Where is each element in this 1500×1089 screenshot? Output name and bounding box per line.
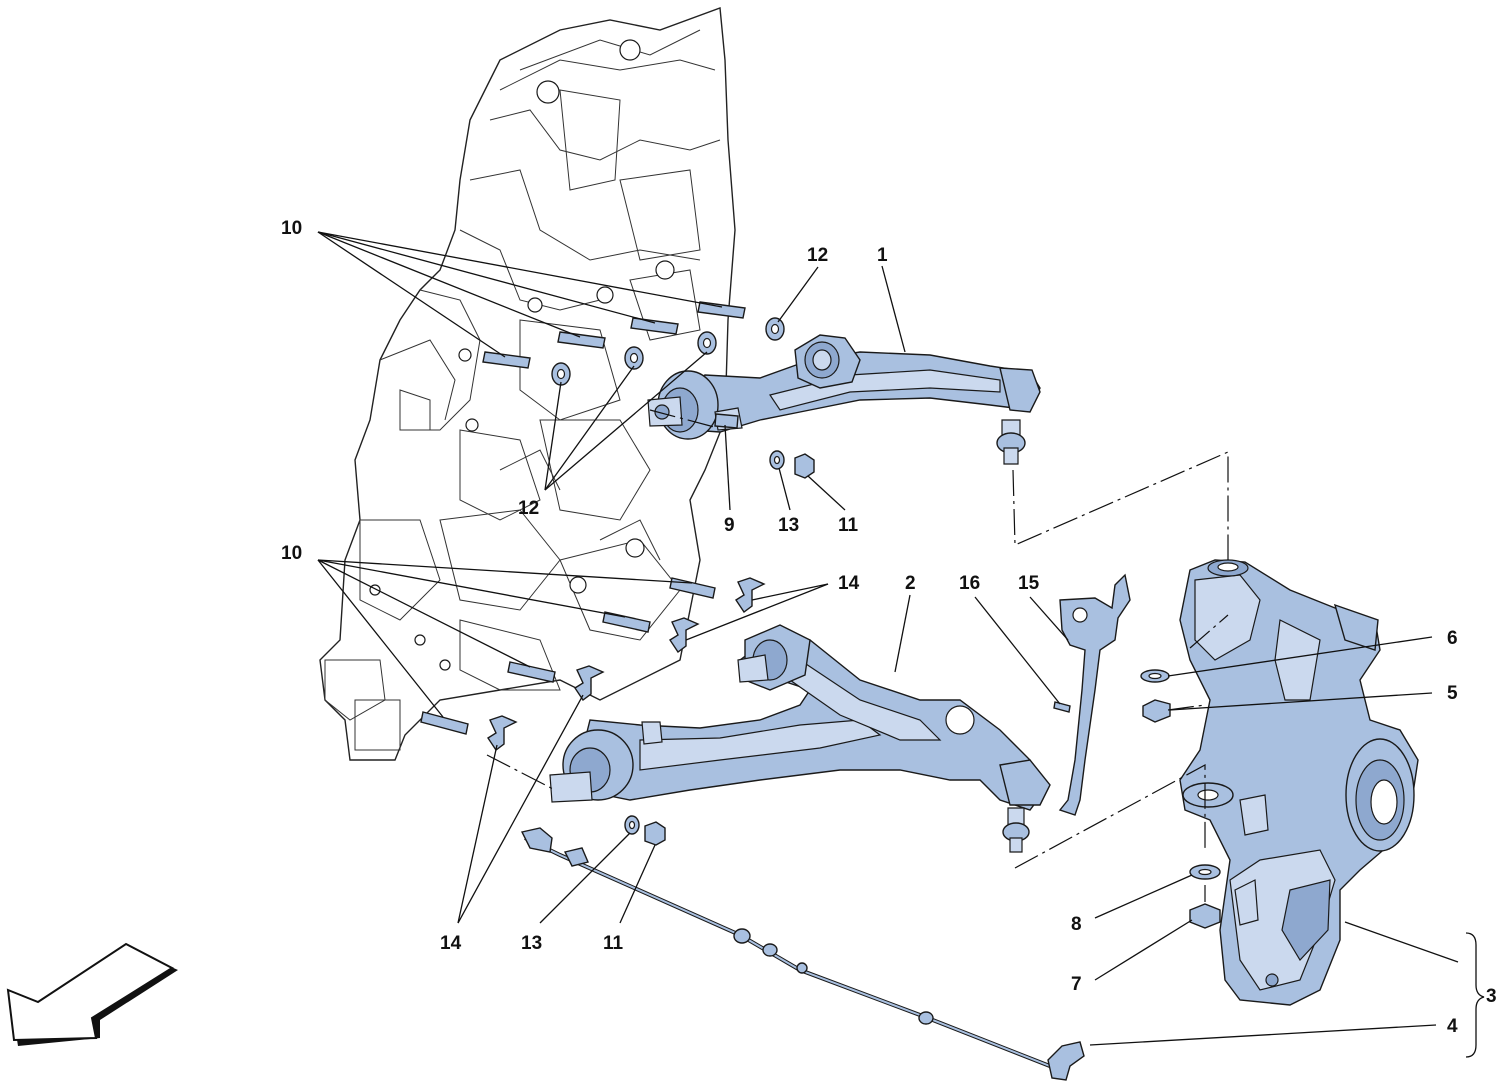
callout-12-top: 12 bbox=[807, 245, 828, 266]
callout-11-lower: 11 bbox=[603, 933, 624, 954]
leader-lines bbox=[317, 231, 1485, 1058]
washer-13-lower bbox=[624, 815, 640, 835]
washer-8 bbox=[1189, 864, 1221, 880]
arrow-front-left-icon bbox=[6, 942, 178, 1046]
callout-10-lower: 10 bbox=[281, 543, 302, 564]
chassis-frame bbox=[319, 7, 736, 761]
sensor-bracket bbox=[1058, 573, 1131, 816]
callout-8: 8 bbox=[1071, 914, 1082, 935]
callout-5: 5 bbox=[1447, 683, 1458, 704]
callout-15: 15 bbox=[1018, 573, 1040, 594]
hub-carrier bbox=[1179, 559, 1419, 1006]
assembly-lines bbox=[486, 409, 1229, 902]
bolts-10 bbox=[420, 301, 746, 735]
callout-1: 1 bbox=[877, 245, 888, 266]
callout-7: 7 bbox=[1071, 974, 1082, 995]
washer-6 bbox=[1140, 669, 1170, 683]
callout-13-upper: 13 bbox=[778, 515, 799, 536]
screw-16 bbox=[1053, 701, 1071, 713]
nut-7 bbox=[1189, 903, 1221, 929]
speed-sensor-cable bbox=[520, 827, 1085, 1081]
upper-control-arm bbox=[647, 334, 1041, 465]
clips-14 bbox=[487, 577, 766, 752]
callout-14-bottom: 14 bbox=[440, 933, 462, 954]
nut-5 bbox=[1142, 699, 1171, 723]
callout-2: 2 bbox=[905, 573, 916, 594]
washer-13-upper bbox=[769, 450, 785, 470]
callout-12-mid: 12 bbox=[518, 498, 539, 519]
callout-4: 4 bbox=[1447, 1016, 1458, 1037]
callout-3: 3 bbox=[1486, 986, 1497, 1007]
callout-13-lower: 13 bbox=[521, 933, 542, 954]
bolt-9 bbox=[714, 413, 739, 429]
callout-10-upper: 10 bbox=[281, 218, 302, 239]
callout-9: 9 bbox=[724, 515, 735, 536]
callout-6: 6 bbox=[1447, 628, 1458, 649]
nut-11-lower bbox=[644, 821, 666, 846]
callout-16: 16 bbox=[959, 573, 980, 594]
washers-12 bbox=[551, 317, 785, 386]
lower-control-arm bbox=[549, 624, 1051, 853]
callout-11-upper: 11 bbox=[838, 515, 859, 536]
callout-14-right: 14 bbox=[838, 573, 860, 594]
nut-11-upper bbox=[794, 453, 815, 479]
callout-labels: 10 12 1 12 9 13 11 10 14 2 16 15 6 5 8 1… bbox=[281, 218, 1497, 1037]
